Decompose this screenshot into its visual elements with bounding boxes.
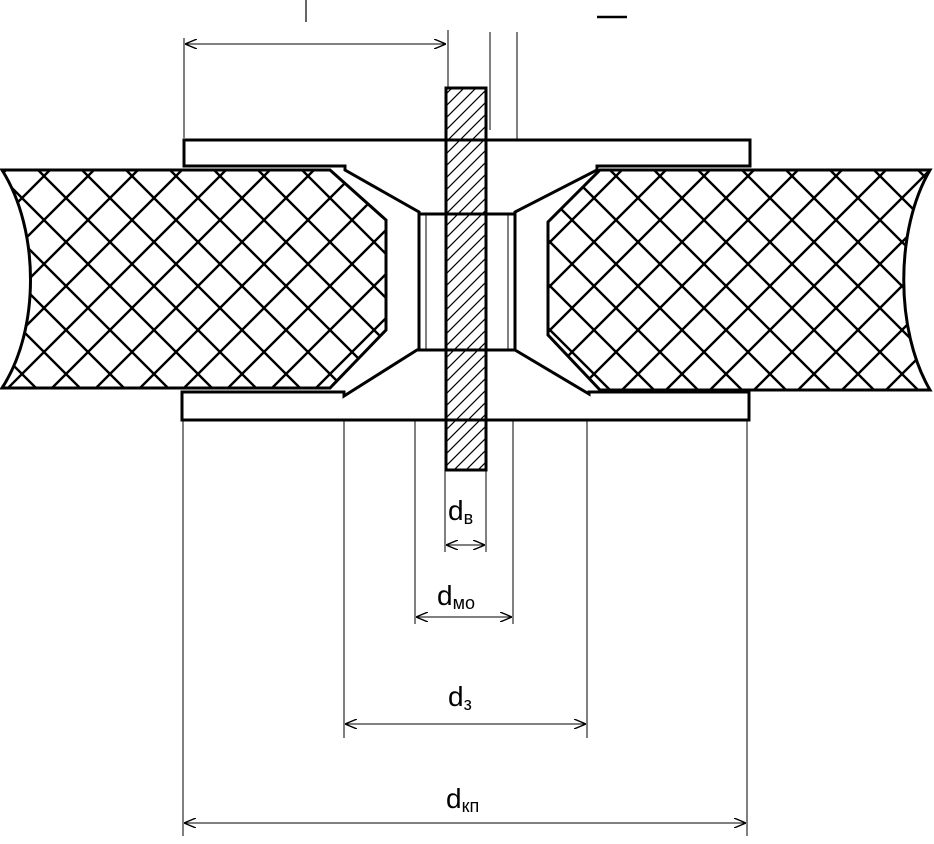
extension-lines [182,420,748,836]
label-d-mo-sub: мо [452,593,475,613]
fastener-rod [444,86,488,472]
label-d-mo-main: d [437,580,453,611]
label-d-z: dз [448,681,472,714]
top-dimension-line [183,38,445,138]
label-d-z-main: d [448,681,464,712]
label-d-mo: dмо [437,580,475,613]
dimension-lines [185,545,745,823]
label-d-v: dв [448,495,474,528]
label-d-v-sub: в [463,508,474,528]
label-d-z-sub: з [463,694,472,714]
label-d-v-main: d [448,495,464,526]
label-d-kp: dкп [446,783,480,816]
right-insulation-plate [546,168,933,392]
label-d-kp-sub: кп [461,796,480,816]
label-d-kp-main: d [446,783,462,814]
left-insulation-plate [0,168,388,390]
slot-lines [425,214,509,350]
